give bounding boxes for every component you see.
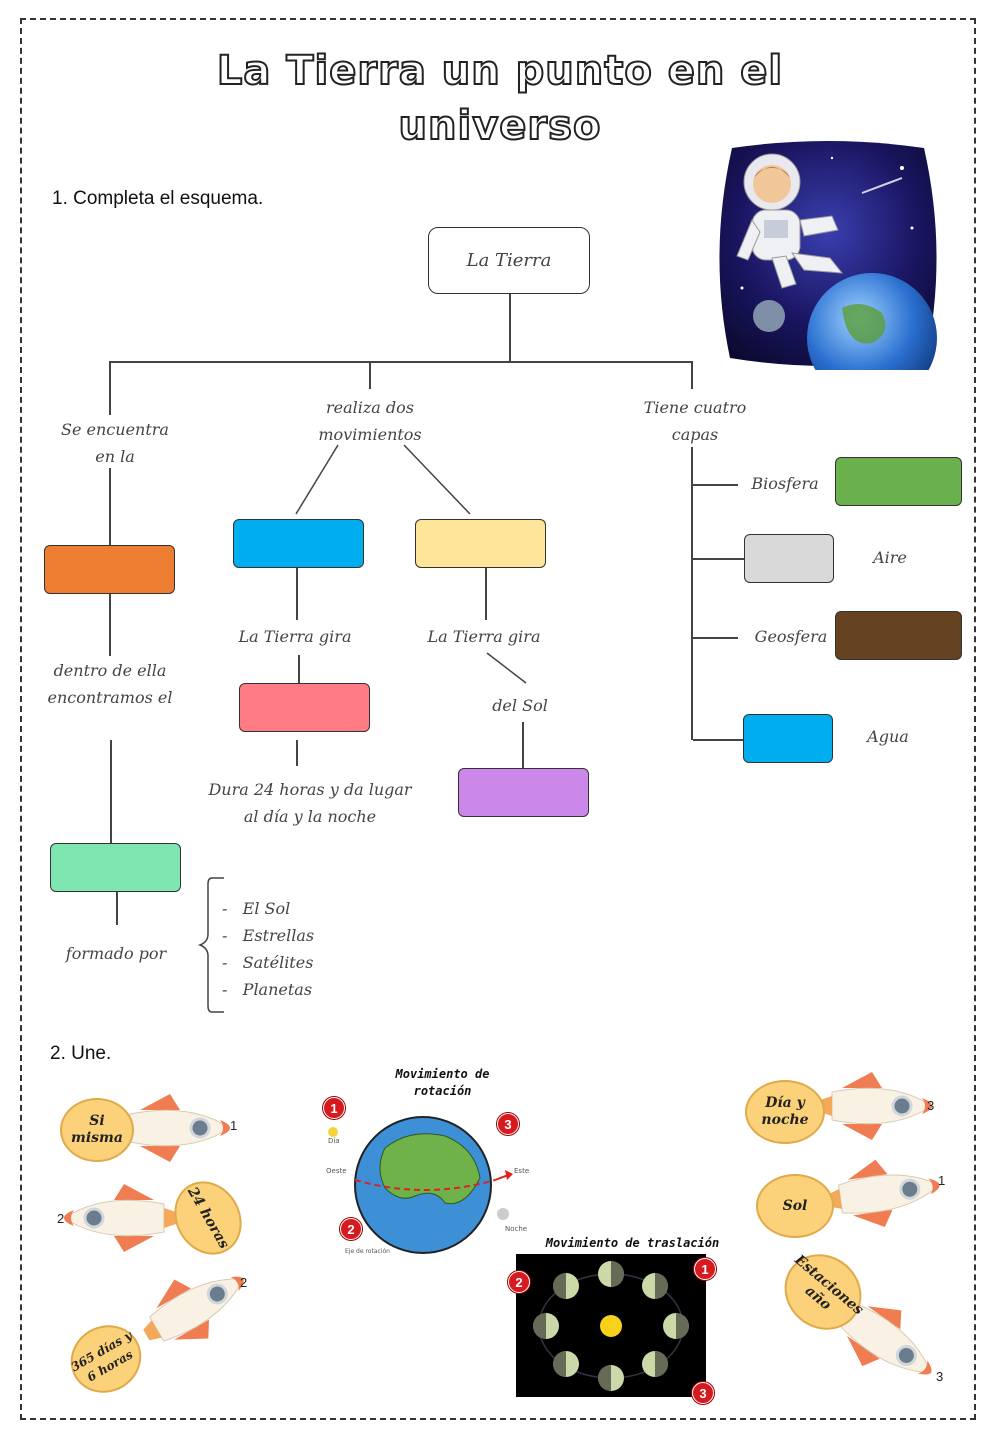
rotation-caption: Movimiento de rotación	[395, 1067, 490, 1098]
connector	[693, 637, 738, 639]
connector	[691, 447, 693, 740]
rotation-badge-2: 2	[340, 1218, 362, 1240]
branch-left-label: Se encuentra en la	[61, 420, 169, 466]
answer-box-yellow[interactable]	[415, 519, 546, 568]
brace	[198, 877, 224, 1013]
connector	[693, 558, 744, 560]
capa-box-biosfera	[835, 457, 962, 506]
list-item: - El Sol	[222, 899, 291, 918]
left-mid-label: dentro de ella encontramos el	[47, 661, 173, 707]
capa-box-aire[interactable]	[744, 534, 834, 583]
rocket-left-2-num: 2	[57, 1211, 65, 1226]
gira-label-1: La Tierra gira	[238, 627, 352, 646]
noche-label: Noche	[505, 1225, 528, 1233]
answer-box-blue[interactable]	[233, 519, 364, 568]
translation-badge-1: 1	[694, 1258, 716, 1280]
capa-label-aire: Aire	[873, 548, 907, 567]
rocket-icon	[143, 1276, 245, 1342]
connector	[109, 361, 111, 415]
section-1-heading: 1. Completa el esquema.	[52, 188, 264, 209]
capa-box-geosfera	[835, 611, 962, 660]
rocket-right-1-label[interactable]: Día y noche	[745, 1080, 825, 1144]
section-2-heading: 2. Une.	[50, 1043, 112, 1064]
translation-caption: Movimiento de traslación	[545, 1236, 720, 1250]
connector	[298, 655, 300, 683]
connector	[109, 594, 111, 656]
rocket-icon	[827, 1159, 941, 1228]
connector	[486, 652, 527, 684]
rocket-left-1-label[interactable]: Si misma	[60, 1098, 134, 1162]
rocket-right-2-label[interactable]: Sol	[756, 1174, 834, 1238]
dia-label: Día	[328, 1137, 340, 1145]
rotation-earth-illustration	[328, 1116, 513, 1254]
oeste-label: Oeste	[326, 1167, 347, 1175]
movement-connectors	[295, 444, 471, 515]
rocket-icon	[820, 1072, 933, 1140]
connector	[693, 739, 744, 741]
connector	[109, 361, 692, 363]
page-border	[20, 18, 976, 1420]
rocket-icon	[835, 1303, 932, 1375]
del-sol-label: del Sol	[492, 696, 548, 715]
connector	[110, 740, 112, 843]
eje-label: Eje de rotación	[345, 1248, 390, 1255]
bodies-list: - El Sol - Estrellas - Satélites - Plane…	[222, 895, 314, 1003]
connector	[296, 568, 298, 620]
answer-box-mint[interactable]	[50, 843, 181, 892]
answer-box-pink[interactable]	[239, 683, 370, 732]
capa-label-biosfera: Biosfera	[751, 474, 819, 493]
connector	[693, 484, 738, 486]
list-item: - Estrellas	[222, 926, 315, 945]
rocket-icon	[63, 1184, 176, 1252]
connector	[109, 468, 111, 545]
gira-label-2: La Tierra gira	[427, 627, 541, 646]
connector	[691, 361, 693, 389]
rotation-badge-3: 3	[497, 1113, 519, 1135]
capa-box-agua[interactable]	[743, 714, 833, 763]
translation-badge-3: 3	[692, 1382, 714, 1404]
root-box: La Tierra	[428, 227, 590, 294]
list-item: - Satélites	[222, 953, 314, 972]
rotation-badge-1: 1	[323, 1097, 345, 1119]
branch-mid-label: realiza dos movimientos	[318, 398, 422, 444]
title-line-2: universo	[398, 102, 602, 150]
rocket-left-3-num: 2	[240, 1275, 248, 1290]
connector	[485, 568, 487, 620]
root-label: La Tierra	[466, 250, 552, 271]
este-label: Este	[514, 1167, 530, 1175]
capa-label-geosfera: Geosfera	[754, 627, 828, 646]
formado-por-label: formado por	[65, 944, 167, 963]
branch-right-label: Tiene cuatro capas	[643, 398, 747, 444]
astronaut-illustration	[719, 141, 937, 370]
list-item: - Planetas	[222, 980, 313, 999]
answer-box-purple[interactable]	[458, 768, 589, 817]
capa-label-agua: Agua	[867, 727, 909, 746]
connector	[296, 740, 298, 766]
translation-orbit-illustration	[516, 1254, 706, 1397]
connector	[522, 722, 524, 768]
translation-badge-2: 2	[508, 1271, 530, 1293]
connector	[509, 294, 511, 361]
title-line-1: La Tierra un punto en el	[216, 47, 784, 95]
rocket-right-1-num: 3	[927, 1098, 935, 1113]
rocket-right-2-num: 1	[938, 1173, 946, 1188]
rocket-right-3-num: 3	[936, 1369, 944, 1384]
rocket-left-1-num: 1	[230, 1118, 238, 1133]
connector	[116, 892, 118, 925]
connector	[369, 361, 371, 389]
dura-label: Dura 24 horas y da lugar al día y la noc…	[208, 780, 412, 826]
answer-box-orange[interactable]	[44, 545, 175, 594]
